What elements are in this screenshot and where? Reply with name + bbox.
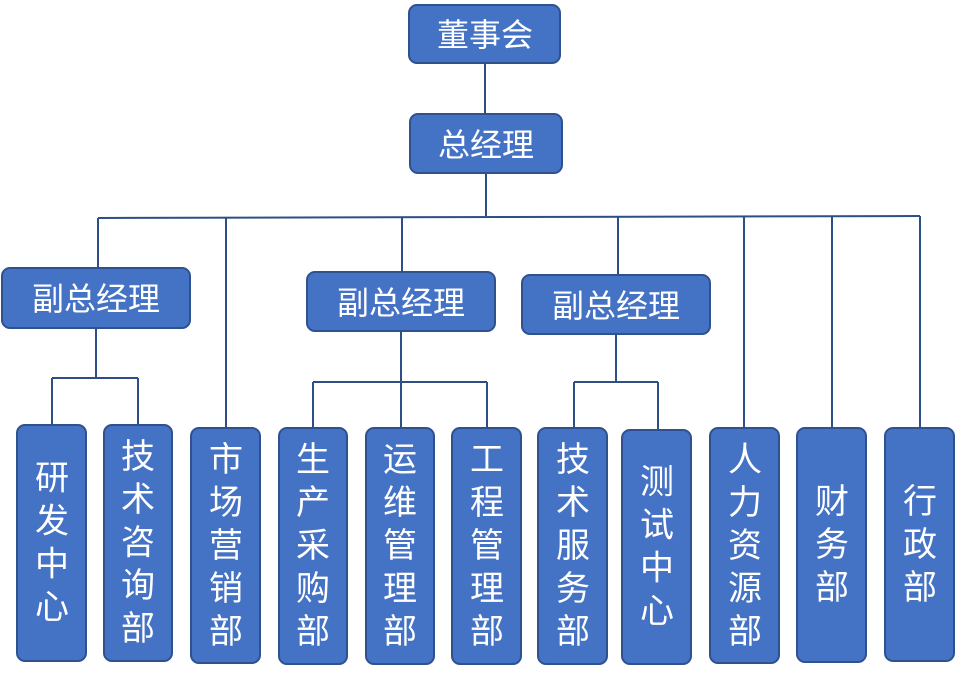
node-deputy-3-box — [521, 274, 711, 335]
dept-tech-service-label: 技术服务部 — [556, 440, 590, 652]
dept-production-purchasing-box — [278, 427, 348, 665]
dept-rd-center-box — [16, 424, 87, 662]
department-labels: 研发中心 技术咨询部 市场营销部 生产采购部 运维管理部 工程管理部 技术服务部… — [35, 437, 937, 652]
node-board: 董事会 — [408, 4, 561, 64]
dept-production-purchasing-label: 生产采购部 — [296, 440, 330, 652]
dept-tech-consulting-box — [103, 424, 173, 662]
dept-engineering-label: 工程管理部 — [470, 440, 504, 652]
node-gm-box — [409, 113, 563, 174]
dept-operations-label: 运维管理部 — [383, 440, 417, 652]
dept-admin-box — [884, 427, 955, 662]
dept-rd-center-label: 研发中心 — [35, 459, 69, 628]
node-board-label: 董事会 — [437, 16, 533, 54]
dept-marketing-label: 市场营销部 — [209, 440, 243, 652]
node-deputy-1-box — [1, 267, 191, 329]
node-deputy-3: 副总经理 — [521, 274, 711, 335]
dept-admin-label: 行政部 — [903, 482, 937, 608]
department-boxes — [16, 424, 955, 665]
node-deputy-2-box — [306, 271, 496, 332]
node-deputy-1: 副总经理 — [1, 267, 191, 329]
dept-finance-label: 财务部 — [815, 482, 849, 608]
dept-hr-box — [709, 427, 780, 664]
node-deputy-3-label: 副总经理 — [552, 287, 680, 325]
node-gm-label: 总经理 — [438, 126, 534, 164]
dept-testing-center-box — [621, 429, 692, 665]
node-deputy-2-label: 副总经理 — [337, 284, 465, 322]
dept-engineering-box — [451, 427, 522, 665]
connectors — [51, 63, 921, 430]
connector-main-bus — [97, 215, 921, 219]
node-deputy-1-label: 副总经理 — [32, 280, 160, 318]
node-board-box — [408, 4, 561, 64]
dept-finance-box — [796, 427, 867, 663]
dept-hr-label: 人力资源部 — [728, 440, 762, 652]
dept-tech-consulting-label: 技术咨询部 — [121, 437, 155, 649]
node-deputy-2: 副总经理 — [306, 271, 496, 332]
dept-operations-box — [365, 427, 435, 665]
node-general-manager: 总经理 — [409, 113, 563, 174]
dept-marketing-box — [190, 427, 261, 664]
dept-testing-center-label: 测试中心 — [640, 463, 674, 632]
dept-tech-service-box — [537, 427, 608, 665]
